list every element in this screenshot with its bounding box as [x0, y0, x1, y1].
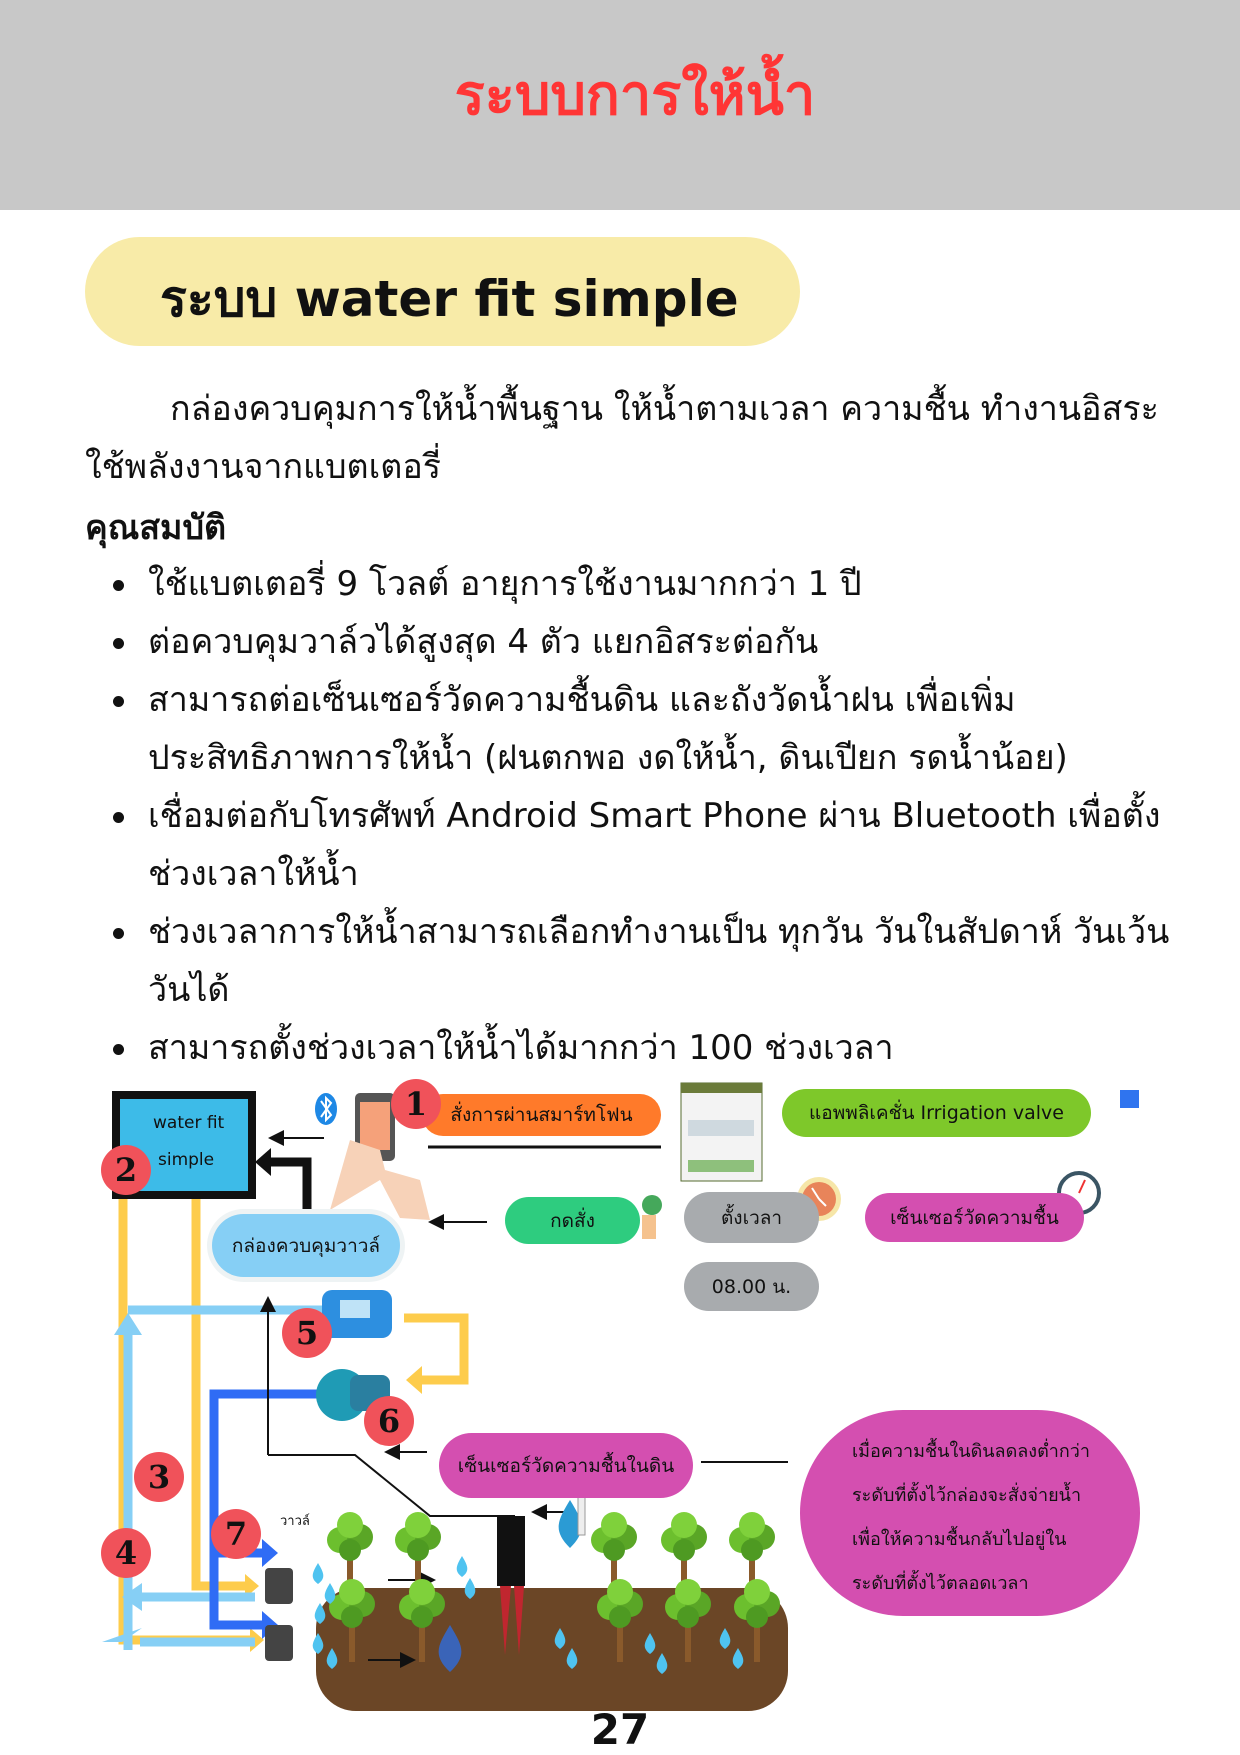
section-title: ระบบ water fit simple	[160, 270, 739, 328]
smartphone-command-label: สั่งการผ่านสมาร์ทโฟน	[422, 1094, 661, 1136]
soil	[316, 1588, 788, 1711]
explanation-line: ระดับที่ตั้งไว้กล่องจะสั่งจ่ายน้ำ	[852, 1485, 1082, 1506]
step-number-3: 3	[134, 1452, 184, 1502]
blue-square-marker	[1120, 1090, 1139, 1108]
device-label-line2: simple	[158, 1150, 215, 1170]
feature-item: เชื่อมต่อกับโทรศัพท์ Android Smart Phone…	[85, 787, 1195, 903]
explanation-line: เมื่อความชื้นในดินลดลงต่ำกว่า	[852, 1441, 1091, 1462]
humidity-drop-icon	[438, 1494, 586, 1672]
time-value-label: 08.00 น.	[684, 1262, 819, 1311]
hand-phone-icon	[330, 1093, 430, 1220]
step-number-7: 7	[211, 1509, 261, 1559]
explanation-line: เพื่อให้ความชื้นกลับไปอยู่ใน	[852, 1529, 1067, 1550]
start-button-hand-icon	[642, 1195, 662, 1239]
step-number-5: 5	[282, 1308, 332, 1358]
valve-box-label: กล่องควบคุมวาวล์	[212, 1214, 400, 1277]
header-bar	[0, 0, 1240, 210]
set-time-label: ตั้งเวลา	[684, 1192, 819, 1243]
step-number-2: 2	[101, 1145, 151, 1195]
bluetooth-icon	[315, 1093, 337, 1125]
moisture-sensor-label: เซ็นเซอร์วัดความชื้น	[865, 1193, 1084, 1242]
feature-item: ใช้แบตเตอรี่ 9 โวลต์ อายุการใช้งานมากกว่…	[85, 555, 1195, 613]
pump-controller-icon	[322, 1290, 392, 1338]
explanation-bubble: เมื่อความชื้นในดินลดลงต่ำกว่า ระดับที่ตั…	[800, 1410, 1140, 1616]
device-label-line1: water fit	[153, 1113, 225, 1133]
app-label: แอพพลิเคชั่น Irrigation valve	[782, 1089, 1091, 1137]
valve-icon	[265, 1568, 293, 1661]
step-number-1: 1	[391, 1079, 441, 1129]
app-screenshot	[680, 1082, 763, 1182]
page-title: ระบบการให้น้ำ	[454, 63, 816, 128]
features-list: ใช้แบตเตอรี่ 9 โวลต์ อายุการใช้งานมากกว่…	[85, 555, 1195, 1077]
soil-sensor-label: เซ็นเซอร์วัดความชื้นในดิน	[439, 1433, 693, 1498]
feature-item: ช่วงเวลาการให้น้ำสามารถเลือกทำงานเป็น ทุ…	[85, 903, 1195, 1019]
intro-paragraph: กล่องควบคุมการให้น้ำพื้นฐาน ให้น้ำตามเวล…	[85, 389, 1159, 487]
features-heading: คุณสมบัติ	[85, 508, 227, 548]
feature-item: ต่อควบคุมวาล์วได้สูงสุด 4 ตัว แยกอิสระต่…	[85, 613, 1195, 671]
valve-label: วาวล์	[280, 1514, 310, 1529]
soil-sensor-probe	[497, 1516, 525, 1655]
feature-item: สามารถต่อเซ็นเซอร์วัดความชื้นดิน และถังว…	[85, 671, 1195, 787]
step-number-6: 6	[364, 1396, 414, 1446]
explanation-line: ระดับที่ตั้งไว้ตลอดเวลา	[852, 1573, 1029, 1594]
page-number: 27	[590, 1705, 650, 1754]
section-title-pill	[85, 237, 800, 346]
step-number-4: 4	[101, 1528, 151, 1578]
press-command-label: กดสั่ง	[505, 1197, 640, 1244]
feature-item: สามารถตั้งช่วงเวลาให้น้ำได้มากกว่า 100 ช…	[85, 1019, 1195, 1077]
